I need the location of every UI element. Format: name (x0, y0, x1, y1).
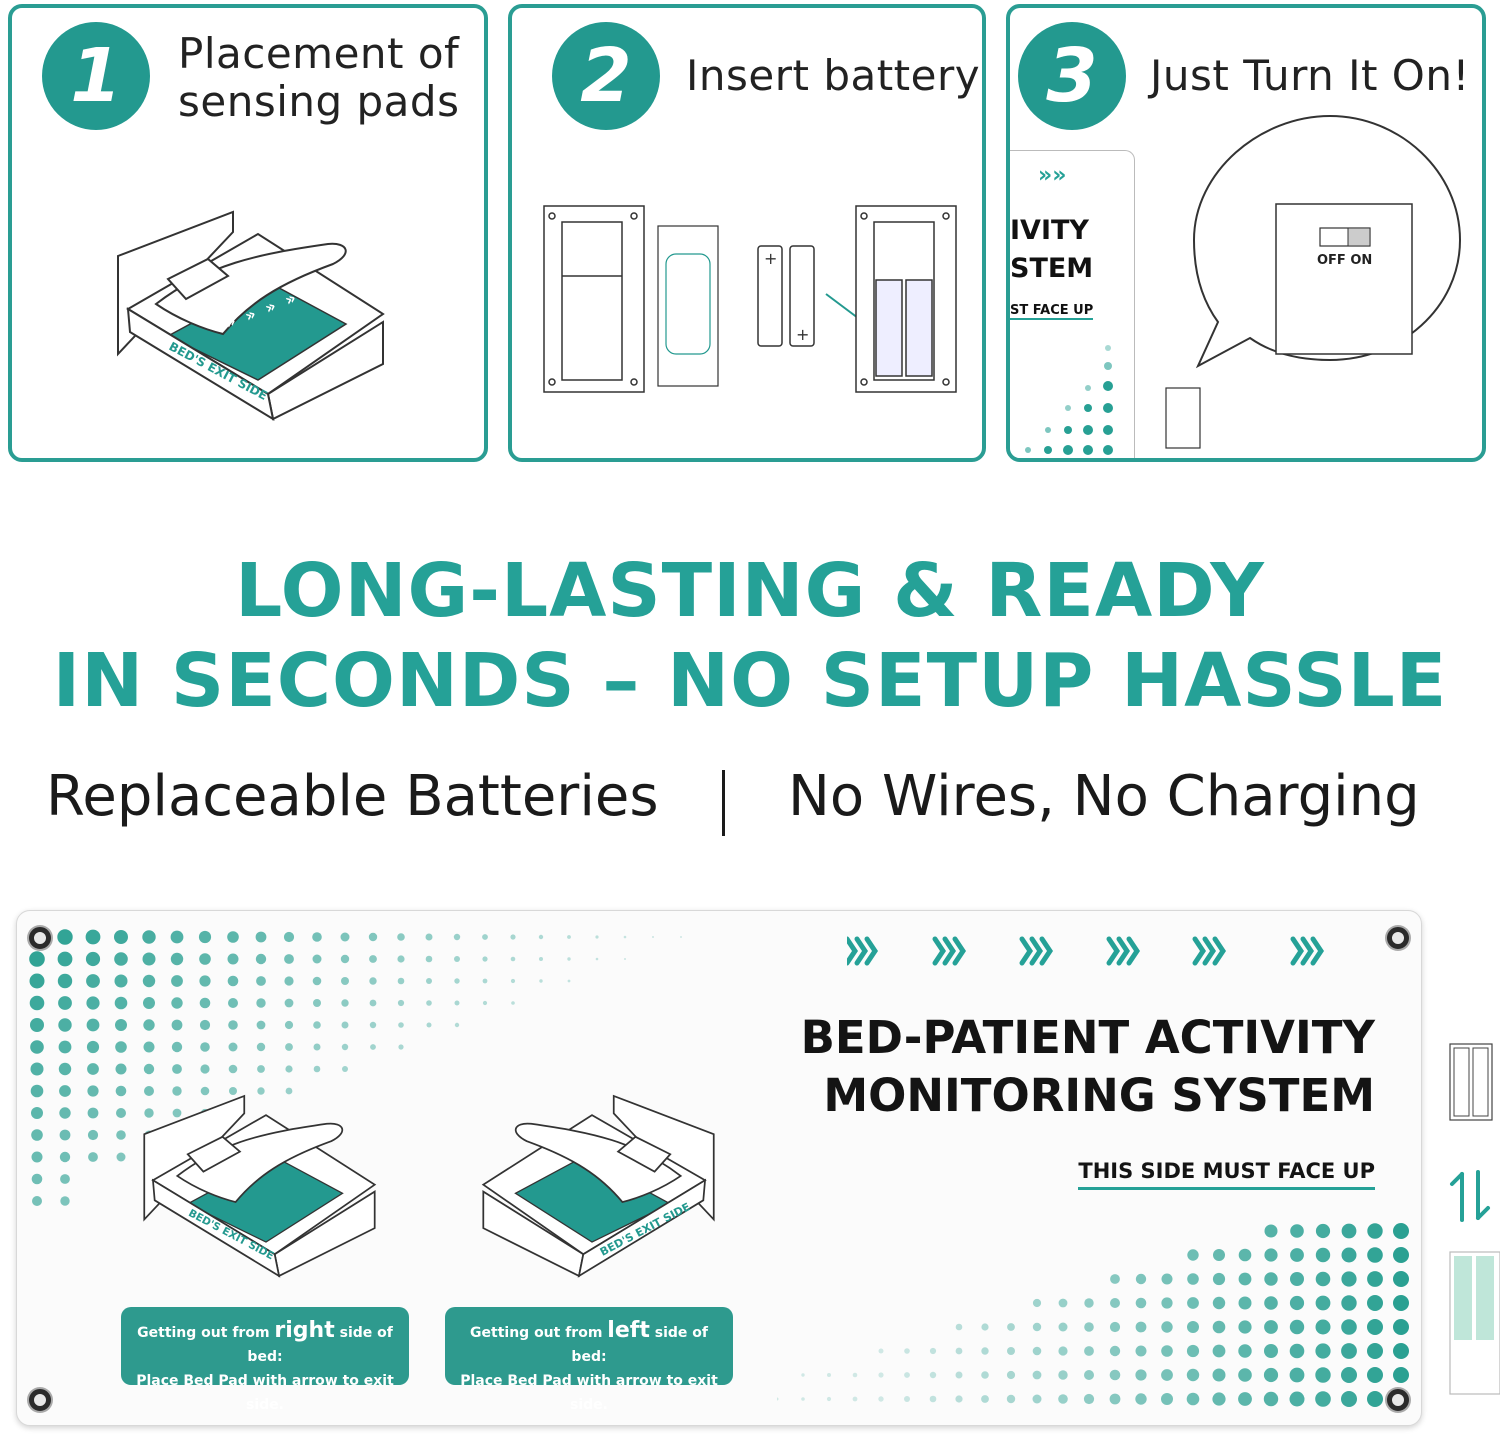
badge-left-prefix: Getting out from (470, 1325, 608, 1341)
badge-left-suffix: side of bed: (571, 1325, 708, 1365)
battery-case-open (543, 205, 645, 393)
step-3-label: Just Turn It On! (1150, 51, 1470, 100)
step-2-number: 2 (552, 22, 660, 130)
fragment-line2: STEM (1010, 253, 1094, 284)
step-3-panel: 3 Just Turn It On! IVITY STEM ST FACE UP… (1006, 4, 1486, 462)
bed-icon: BED'S EXIT SIDE » » » » (117, 210, 385, 422)
swap-arrows-icon (1450, 1170, 1490, 1222)
bed-icon: BED'S EXIT SIDE (143, 1094, 377, 1278)
battery-icon (1449, 1043, 1493, 1121)
badge-left-side: Getting out from left side of bed: Place… (445, 1307, 733, 1413)
feature-divider (722, 770, 725, 836)
feature-no-wires: No Wires, No Charging (788, 764, 1420, 829)
chevron-arrows-icon: »» (1038, 163, 1067, 188)
step-1-label: Placement of sensing pads (178, 30, 459, 126)
remote-box (1165, 387, 1201, 449)
headline-line2: IN SECONDS – NO SETUP HASSLE (52, 638, 1448, 724)
fragment-line3: ST FACE UP (1010, 303, 1094, 320)
feature-replaceable-batteries: Replaceable Batteries (46, 764, 659, 829)
badge-right-emphasis: right (274, 1318, 335, 1343)
face-up-notice: THIS SIDE MUST FACE UP (1078, 1159, 1375, 1190)
battery-icon: + + (757, 245, 815, 347)
badge-left-line2: Place Bed Pad with arrow to exit side. (460, 1373, 718, 1413)
pad-fragment: IVITY STEM ST FACE UP »» (1010, 150, 1135, 458)
step-1-label-line1: Placement of (178, 29, 460, 78)
fragment-line1: IVITY (1010, 215, 1089, 246)
svg-text:+: + (796, 325, 809, 344)
bed-icon (481, 1094, 715, 1278)
step-2-panel: 2 Insert battery + + (508, 4, 986, 462)
switch-callout: OFF ON (1192, 114, 1462, 369)
badge-right-suffix: side of bed: (247, 1325, 393, 1365)
grommet-bottom-right (1387, 1389, 1409, 1411)
badge-left-emphasis: left (607, 1318, 650, 1343)
badge-right-side: Getting out from right side of bed: Plac… (121, 1307, 409, 1413)
bed-sensor-pad: BED-PATIENT ACTIVITY MONITORING SYSTEM T… (16, 910, 1422, 1426)
badge-right-line2: Place Bed Pad with arrow to exit side. (136, 1373, 394, 1413)
battery-insertion-illustration: + + (543, 205, 957, 393)
battery-holder-icon (1449, 1251, 1500, 1395)
dot-pattern-right (777, 1223, 1409, 1407)
grommet-top-left (29, 927, 51, 949)
svg-text:+: + (764, 249, 777, 268)
step-1-number: 1 (42, 22, 150, 130)
headline-line1: LONG-LASTING & READY (235, 548, 1265, 634)
battery-case-filled (855, 205, 957, 393)
pad-title-line1: BED-PATIENT ACTIVITY (800, 1011, 1375, 1064)
chevron-arrows-icon (844, 931, 1367, 971)
dot-pattern (1025, 345, 1113, 455)
pad-title-line2: MONITORING SYSTEM (823, 1069, 1375, 1122)
grommet-bottom-left (29, 1389, 51, 1411)
battery-label-card (657, 225, 719, 387)
badge-right-prefix: Getting out from (137, 1325, 275, 1341)
grommet-top-right (1387, 927, 1409, 949)
step-2-label: Insert battery (686, 51, 981, 100)
dot-pattern-left (29, 929, 682, 1206)
step-1-panel: 1 Placement of sensing pads BED'S EXIT S… (8, 4, 488, 462)
step-3-number: 3 (1018, 22, 1126, 130)
switch-label: OFF ON (1317, 253, 1372, 268)
step-1-label-line2: sensing pads (178, 77, 460, 126)
